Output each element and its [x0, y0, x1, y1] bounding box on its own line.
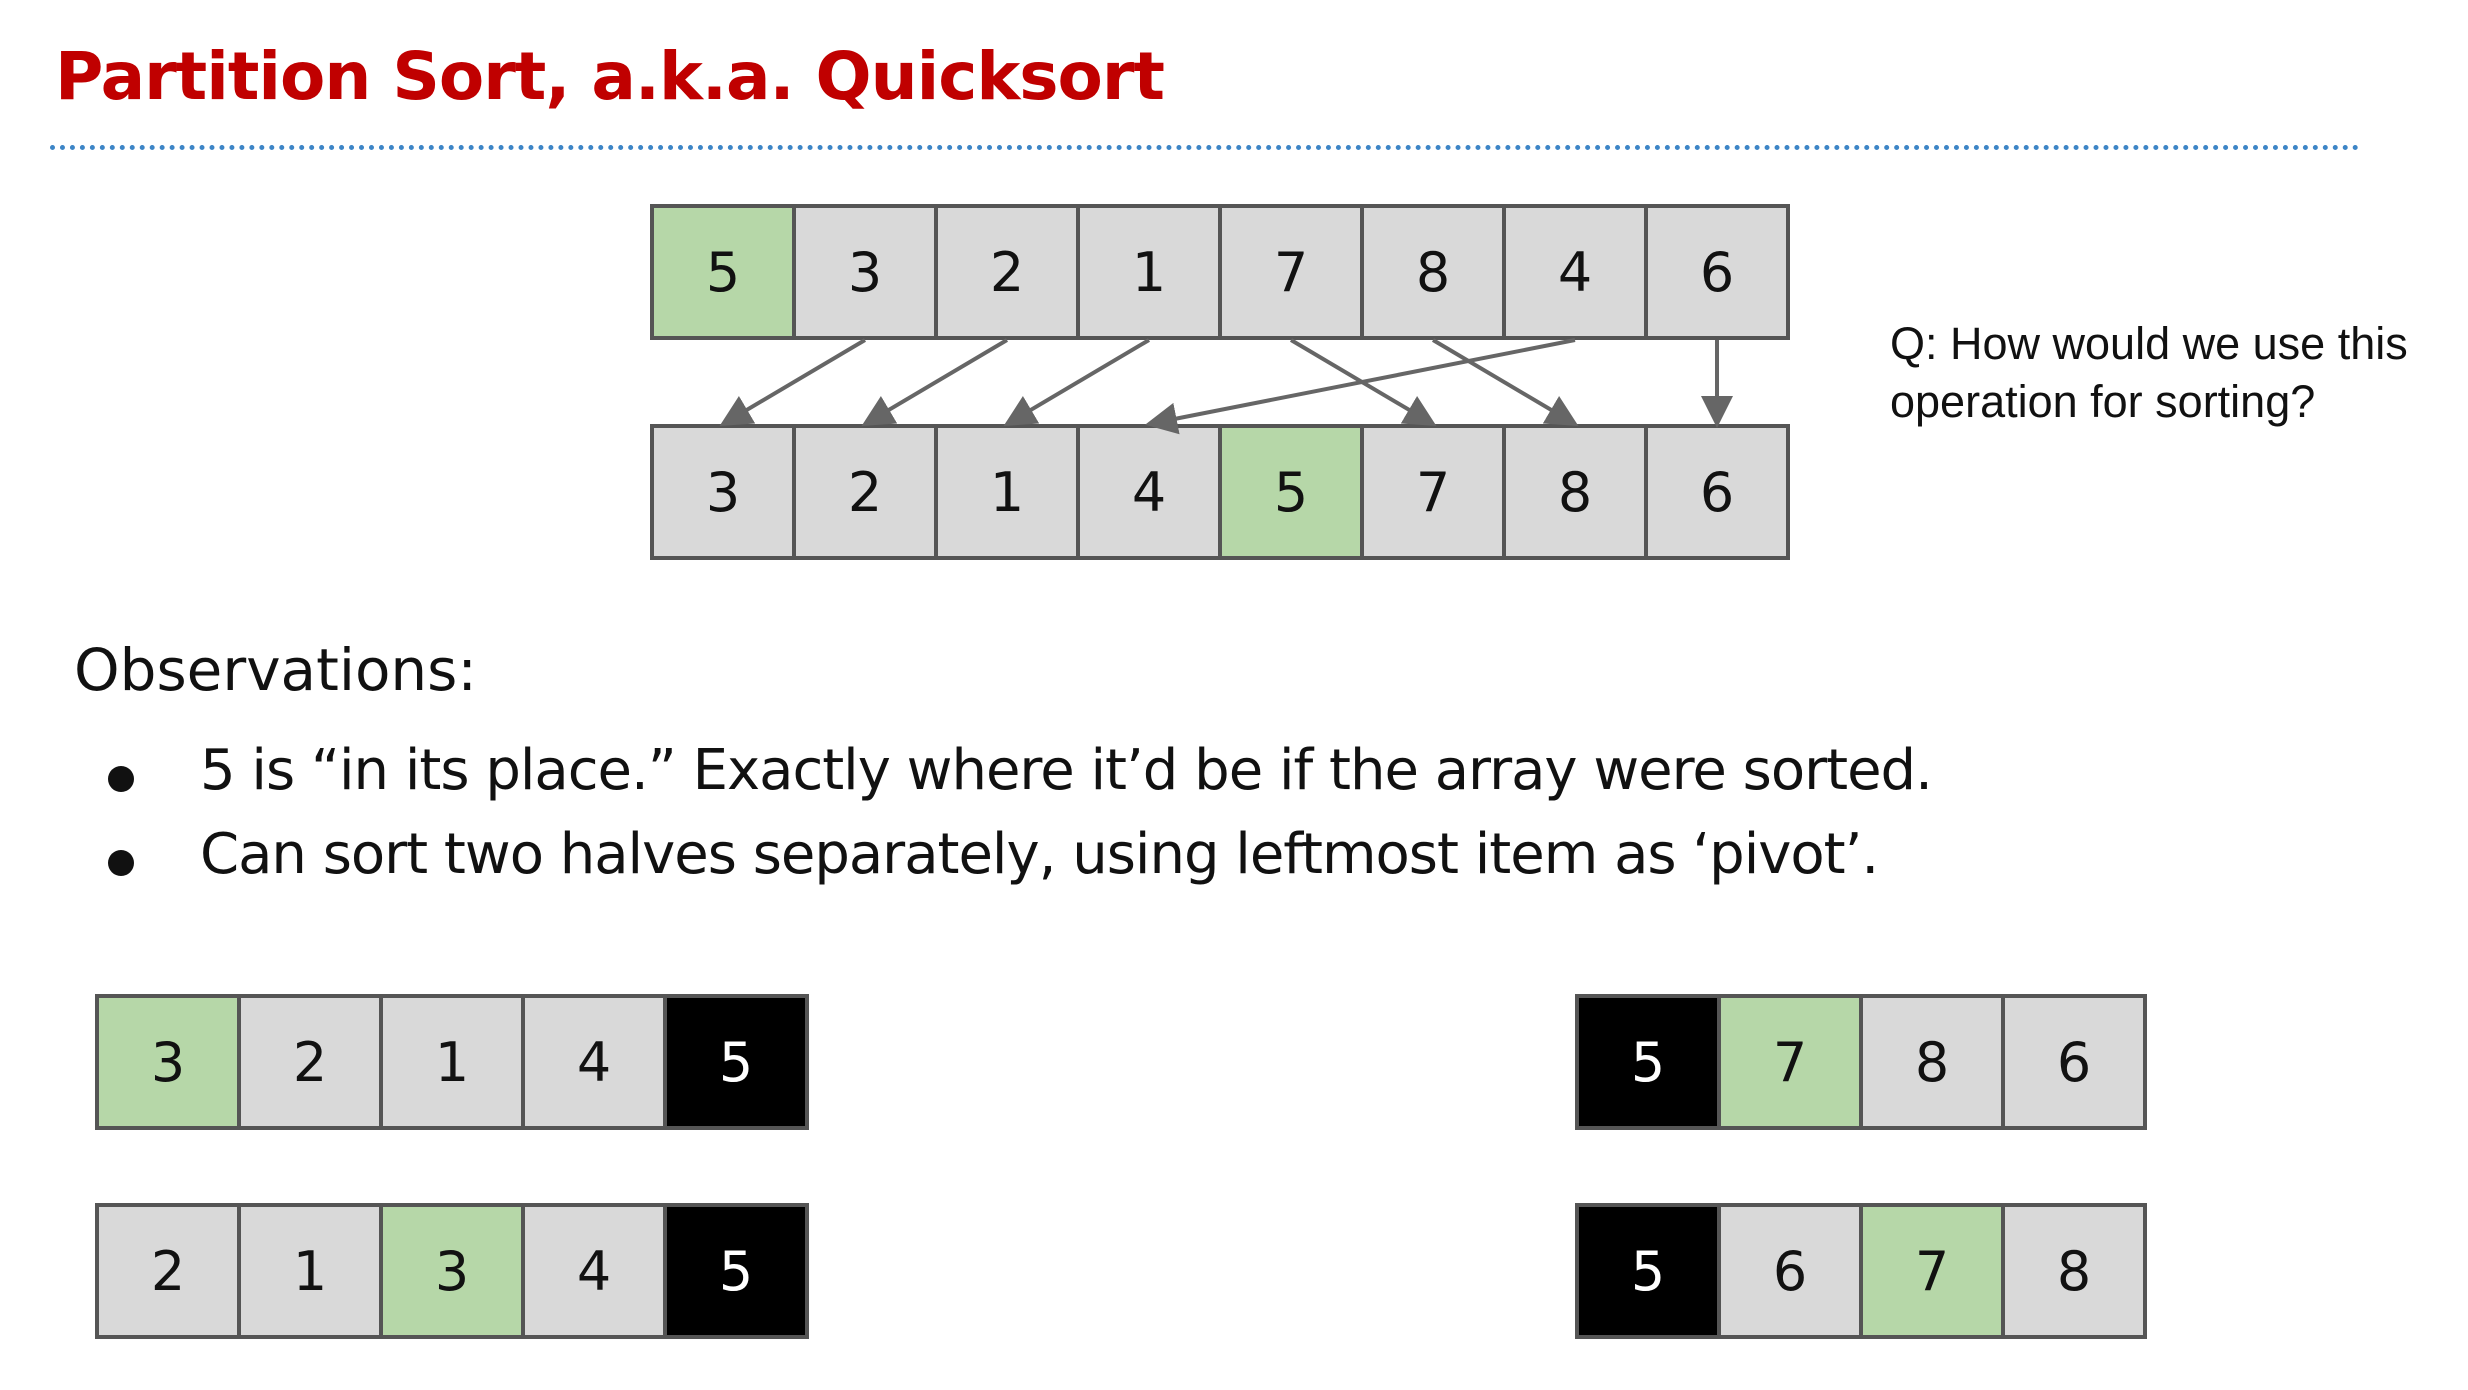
array-cell: 7 [1218, 204, 1364, 340]
page-title: Partition Sort, a.k.a. Quicksort [55, 38, 1165, 115]
partition-arrow [1003, 338, 1151, 427]
array-cell: 4 [521, 1203, 667, 1339]
placed-cell: 5 [663, 994, 809, 1130]
title-divider [50, 145, 2360, 150]
array-cell: 4 [1502, 204, 1648, 340]
partition-arrow [719, 338, 867, 427]
array-cell: 1 [934, 424, 1080, 560]
placed-cell: 5 [1575, 1203, 1721, 1339]
array-cell: 1 [379, 994, 525, 1130]
array-cell: 6 [1644, 424, 1790, 560]
observations-list: 5 is “in its place.” Exactly where it’d … [100, 738, 1933, 906]
observation-text: Can sort two halves separately, using le… [200, 822, 1879, 887]
bullet-icon [108, 850, 134, 876]
array-cell: 2 [237, 994, 383, 1130]
bullet-icon [108, 766, 134, 792]
array-cell: 6 [1644, 204, 1790, 340]
array-cell: 8 [2001, 1203, 2147, 1339]
array-cell: 6 [2001, 994, 2147, 1130]
array-cell: 2 [95, 1203, 241, 1339]
pivot-cell: 3 [379, 1203, 525, 1339]
array-cell: 3 [792, 204, 938, 340]
array-cell: 8 [1360, 204, 1506, 340]
array-cell: 8 [1859, 994, 2005, 1130]
placed-cell: 5 [1575, 994, 1721, 1130]
observation-item: 5 is “in its place.” Exactly where it’d … [100, 738, 1933, 822]
observation-text: 5 is “in its place.” Exactly where it’d … [200, 738, 1933, 803]
array-cell: 6 [1717, 1203, 1863, 1339]
pivot-cell: 7 [1717, 994, 1863, 1130]
question-text: Q: How would we use this operation for s… [1890, 318, 2408, 427]
pivot-cell: 5 [650, 204, 796, 340]
partition-arrow [1289, 338, 1437, 427]
array-cell: 4 [521, 994, 667, 1130]
array-cell: 7 [1360, 424, 1506, 560]
partition-arrow [1431, 338, 1579, 427]
observation-item: Can sort two halves separately, using le… [100, 822, 1932, 906]
placed-cell: 5 [663, 1203, 809, 1339]
observations-heading: Observations: [74, 636, 477, 704]
array-cell: 1 [237, 1203, 383, 1339]
pivot-cell: 3 [95, 994, 241, 1130]
pivot-cell: 7 [1859, 1203, 2005, 1339]
partition-arrow [861, 338, 1009, 427]
